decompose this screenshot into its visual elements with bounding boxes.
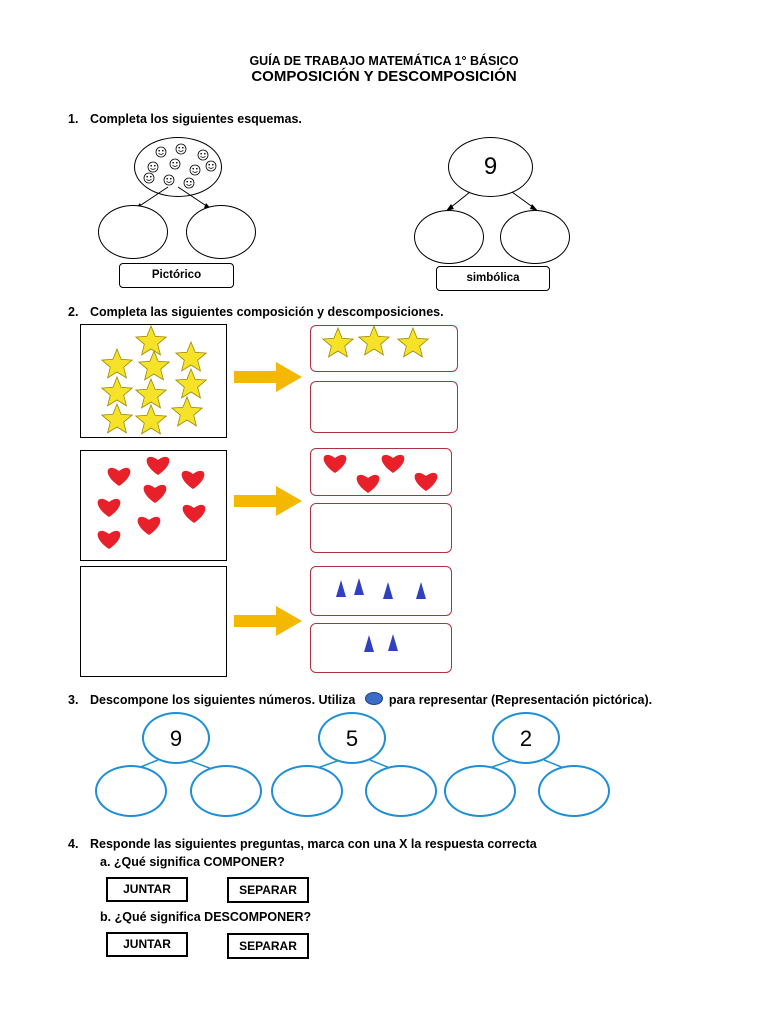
triangle-icon <box>364 635 374 652</box>
smiley-icon <box>183 177 195 189</box>
star-icon <box>174 367 208 399</box>
triangle-icon <box>416 582 426 599</box>
option-separar-a[interactable]: SEPARAR <box>227 877 309 903</box>
star-icon <box>134 377 168 409</box>
star-icon <box>174 340 208 372</box>
heart-icon <box>182 504 206 523</box>
question-text: Descompone los siguientes números. Utili… <box>90 693 356 707</box>
part-circle[interactable] <box>414 210 484 264</box>
part-circle[interactable] <box>500 210 570 264</box>
answer-box[interactable] <box>310 503 452 553</box>
triangle-icon <box>383 582 393 599</box>
triangle-group <box>364 634 398 652</box>
question-text: Completa los siguientes esquemas. <box>90 112 302 126</box>
triangles-part-box <box>310 566 452 616</box>
bond-part-circle[interactable] <box>538 765 610 817</box>
question-3: 3. Descompone los siguientes números. Uti… <box>68 692 652 707</box>
smiley-icon <box>143 172 155 184</box>
question-number: 4. <box>68 837 79 851</box>
answer-total-box[interactable] <box>80 566 227 677</box>
branch-arrows-right <box>446 191 538 211</box>
question-4a: a. ¿Qué significa COMPONER? <box>100 855 285 869</box>
bond-top-circle-2: 2 <box>492 712 560 764</box>
question-number: 1. <box>68 112 79 126</box>
star-icon <box>100 375 134 407</box>
part-circle[interactable] <box>186 205 256 259</box>
stars-part-box <box>310 324 458 372</box>
star-icon <box>321 326 355 358</box>
heart-icon <box>323 454 347 473</box>
bond-part-circle[interactable] <box>365 765 437 817</box>
option-juntar-b[interactable]: JUNTAR <box>106 932 188 957</box>
question-number: 3. <box>68 693 79 707</box>
heart-icon <box>414 472 438 491</box>
part-circle[interactable] <box>98 205 168 259</box>
triangle-group <box>336 578 426 599</box>
star-icon <box>100 347 134 379</box>
star-icon <box>396 326 430 358</box>
yellow-arrow-icon <box>234 606 302 636</box>
star-icon <box>134 403 168 435</box>
star-icon <box>357 324 391 356</box>
stars-total-box <box>80 324 227 438</box>
heart-icon <box>381 454 405 473</box>
triangle-icon <box>354 578 364 595</box>
question-4: 4. Responde las siguientes preguntas, mar… <box>68 837 537 851</box>
question-text: Completa las siguientes composición y de… <box>90 305 444 319</box>
smiley-icon <box>155 146 167 158</box>
yellow-arrow-icon <box>234 486 302 516</box>
hearts-part-box <box>310 448 452 496</box>
smiley-icon <box>205 160 217 172</box>
smiley-icon <box>175 143 187 155</box>
triangle-icon <box>388 634 398 651</box>
yellow-arrow-icon <box>234 362 302 392</box>
triangles-part-box <box>310 623 452 673</box>
heart-icon <box>107 467 131 486</box>
top-circle-number: 9 <box>448 137 533 197</box>
option-juntar-a[interactable]: JUNTAR <box>106 877 188 902</box>
star-icon <box>100 402 134 434</box>
bond-part-circle[interactable] <box>190 765 262 817</box>
heart-icon <box>356 474 380 493</box>
star-group <box>321 324 430 358</box>
heart-group <box>97 456 206 549</box>
bond-part-circle[interactable] <box>444 765 516 817</box>
pictorico-label: Pictórico <box>119 263 234 288</box>
smiley-icon <box>189 164 201 176</box>
smiley-icon <box>163 174 175 186</box>
option-separar-b[interactable]: SEPARAR <box>227 933 309 959</box>
heart-icon <box>146 456 170 475</box>
heart-icon <box>97 530 121 549</box>
star-icon <box>137 349 171 381</box>
blue-dot-icon <box>364 692 383 705</box>
triangle-icon <box>336 580 346 597</box>
worksheet-subtitle: COMPOSICIÓN Y DESCOMPOSICIÓN <box>251 68 517 85</box>
question-text: Responde las siguientes preguntas, marca… <box>90 837 537 851</box>
question-text-continued: para representar (Representación pictóri… <box>388 693 653 707</box>
heart-icon <box>181 470 205 489</box>
smiley-faces <box>143 143 217 189</box>
answer-box[interactable] <box>310 381 458 433</box>
simbolica-label: simbólica <box>436 266 550 291</box>
hearts-total-box <box>80 450 227 561</box>
smiley-icon <box>169 158 181 170</box>
question-4b: b. ¿Qué significa DESCOMPONER? <box>100 910 312 924</box>
heart-icon <box>137 516 161 535</box>
bond-top-circle-5: 5 <box>318 712 386 764</box>
heart-group <box>323 454 438 493</box>
star-group <box>100 324 208 435</box>
bond-part-circle[interactable] <box>271 765 343 817</box>
heart-icon <box>97 498 121 517</box>
question-1: 1. Completa los siguientes esquemas. <box>68 112 302 126</box>
bond-part-circle[interactable] <box>95 765 167 817</box>
star-icon <box>170 395 204 427</box>
smiley-icon <box>197 149 209 161</box>
question-2: 2. Completa las siguientes composición y … <box>68 305 444 319</box>
worksheet-title: GUÍA DE TRABAJO MATEMÁTICA 1° BÁSICO <box>249 54 519 68</box>
star-icon <box>134 324 168 356</box>
heart-icon <box>143 484 167 503</box>
bond-top-circle-9: 9 <box>142 712 210 764</box>
smiley-icon <box>147 161 159 173</box>
question-number: 2. <box>68 305 79 319</box>
